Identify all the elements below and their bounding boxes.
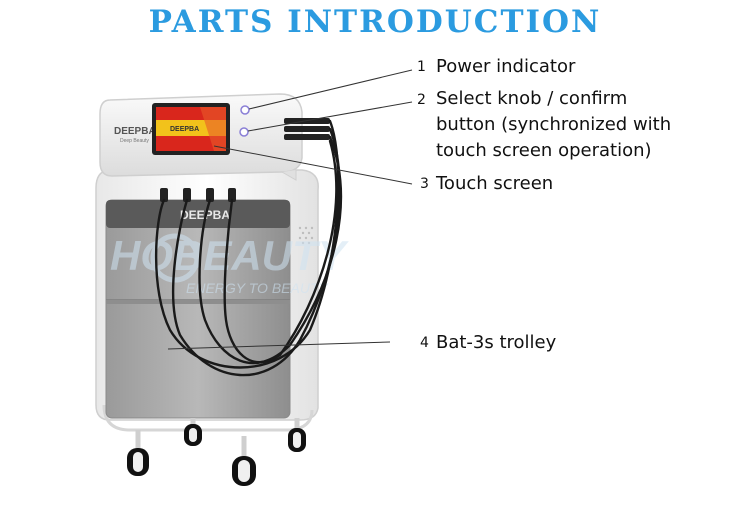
watermark: HOBEAUTY ENERGY TO BEAUTY	[110, 232, 350, 296]
head-brand-text: DEEPBA	[114, 126, 156, 137]
screen-brand-text: DEEPBA	[170, 126, 199, 133]
handpiece-holders	[160, 188, 236, 202]
casters	[127, 418, 306, 486]
callout-label-line-3: touch screen operation)	[436, 140, 652, 161]
callout-label: Power indicator	[436, 56, 576, 77]
callout-number: 3	[420, 176, 429, 192]
callout-label: Bat-3s trolley	[436, 332, 557, 353]
callout-number: 4	[420, 335, 429, 351]
callout-number: 1	[417, 59, 426, 75]
touch-screen[interactable]	[152, 103, 230, 155]
watermark-tagline: ENERGY TO BEAUTY	[186, 280, 330, 296]
cables	[154, 119, 343, 377]
page-title: PARTS INTRODUCTION	[148, 4, 602, 40]
callout-leaders	[167, 69, 413, 350]
side-grille	[298, 226, 314, 245]
watermark-brand: HOBEAUTY	[110, 232, 350, 279]
callout-label-line-2: button (synchronized with	[436, 114, 672, 135]
side-connectors	[284, 118, 330, 140]
head-brand-sub-text: Deep Beauty	[120, 138, 149, 144]
select-knob-icon[interactable]	[239, 127, 249, 137]
callout-label-line-1: Select knob / confirm	[436, 88, 628, 109]
callout-label: Touch screen	[436, 173, 554, 194]
power-indicator-icon[interactable]	[240, 105, 250, 115]
callout-number: 2	[417, 92, 426, 108]
